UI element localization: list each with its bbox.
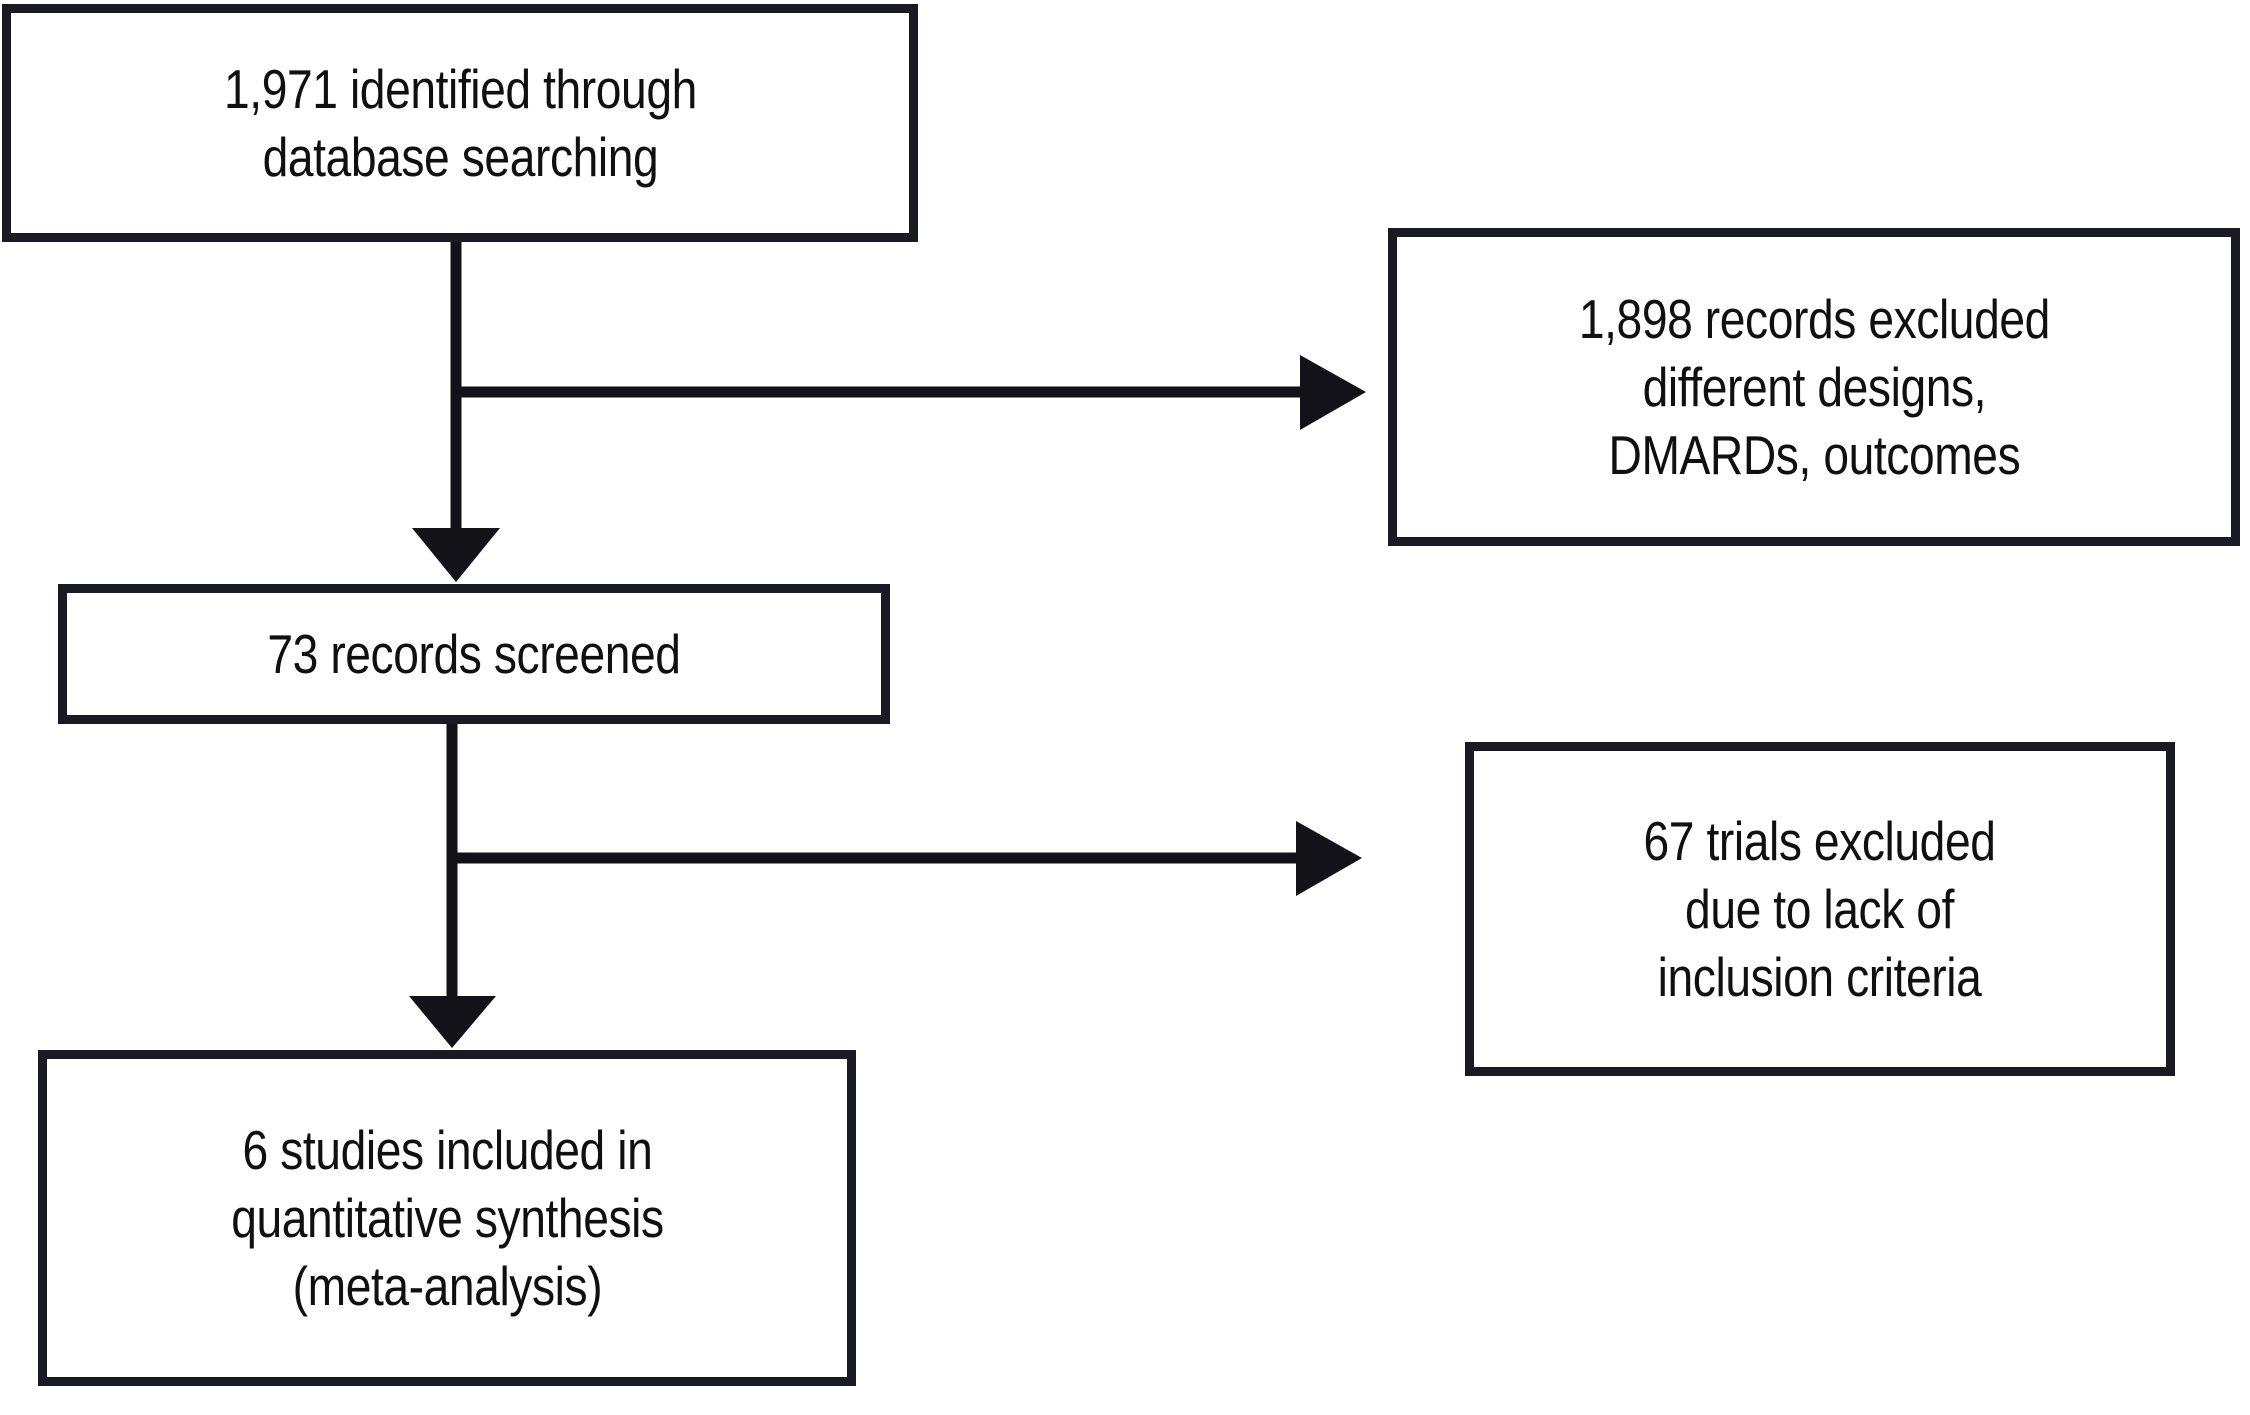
node-trials-excluded: 67 trials excluded due to lack of inclus… <box>1465 742 2175 1076</box>
arrow-screened-to-included <box>409 724 496 1048</box>
node-label-records-excluded: 1,898 records excluded different designs… <box>1578 288 2050 486</box>
node-records-excluded: 1,898 records excluded different designs… <box>1388 228 2240 546</box>
node-identified-through-database-searching: 1,971 identified through database search… <box>2 4 918 242</box>
node-label-identified: 1,971 identified through database search… <box>223 58 697 188</box>
branch-identified-to-records-excluded <box>456 355 1366 430</box>
node-records-screened: 73 records screened <box>58 584 890 724</box>
node-label-trials-excluded: 67 trials excluded due to lack of inclus… <box>1644 810 1996 1008</box>
node-label-records-screened: 73 records screened <box>267 623 681 685</box>
node-label-studies-included: 6 studies included in quantitative synth… <box>230 1119 664 1317</box>
branch-screened-to-trials-excluded <box>452 821 1362 896</box>
arrow-identified-to-screened <box>412 240 500 582</box>
node-studies-included: 6 studies included in quantitative synth… <box>38 1050 856 1386</box>
